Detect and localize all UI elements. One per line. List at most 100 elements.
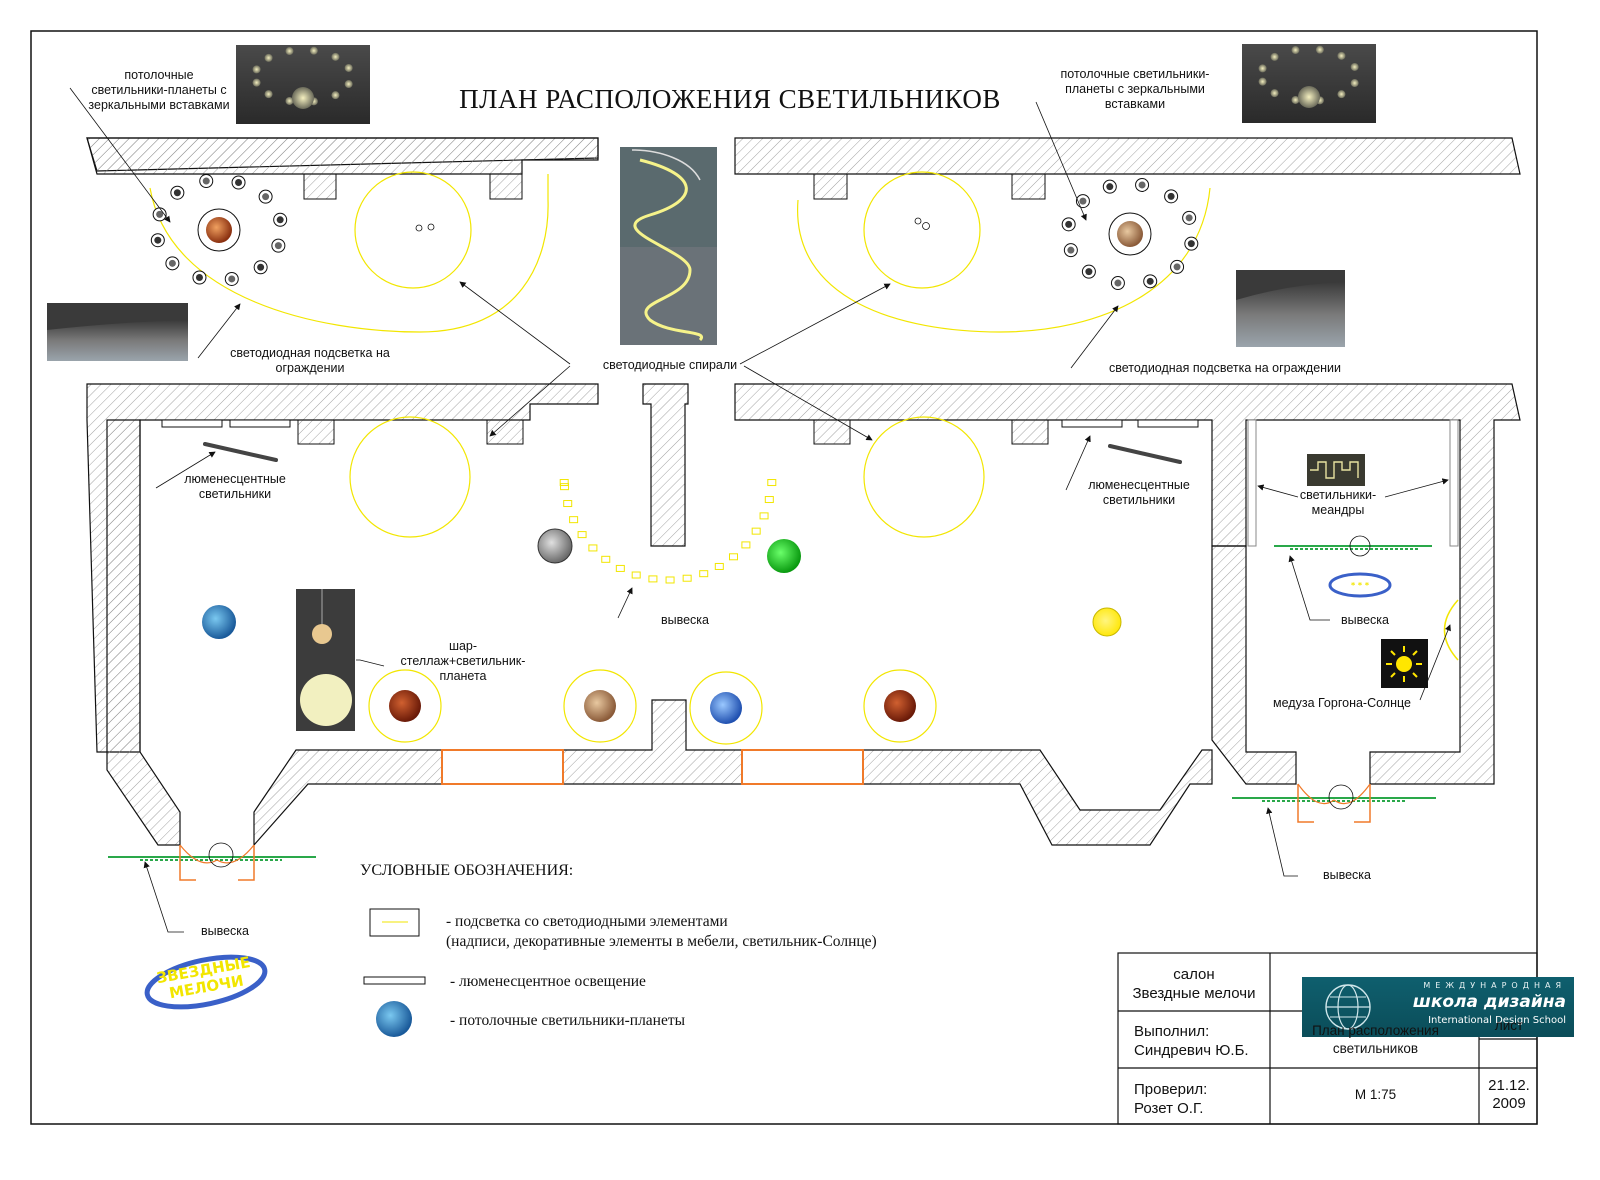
- planet-green: [767, 539, 801, 573]
- small-ceiling-lamp-core: [173, 189, 181, 197]
- sign-led-segment: [560, 483, 570, 491]
- date-line: 2009: [1492, 1095, 1526, 1112]
- label-medusa: медуза Горгона-Солнце: [1273, 696, 1411, 710]
- project-name: салон Звездные мелочи: [1120, 965, 1268, 1003]
- photo-lamp: [1350, 79, 1359, 88]
- label-line: светильники-: [1299, 488, 1377, 502]
- svg-text:* * *: * * *: [1351, 581, 1370, 590]
- photo-lamp-center: [1298, 86, 1320, 108]
- sign-led-segment: [764, 496, 774, 504]
- label-line: стеллаж+светильник-: [400, 654, 526, 668]
- small-ceiling-lamp-core: [168, 259, 176, 267]
- led-spiral-lower-right: [863, 416, 985, 538]
- sign-led-segment: [648, 575, 658, 583]
- school-line1: МЕЖДУНАРОДНАЯ: [1423, 981, 1566, 990]
- sign-led-segment: [741, 541, 751, 549]
- label-line: шар-: [448, 639, 478, 653]
- photo-lamp: [1270, 52, 1279, 61]
- label-line: планеты с зеркальными: [1065, 82, 1205, 96]
- sheet-title-line: светильников: [1332, 1041, 1419, 1056]
- project-line: Звездные мелочи: [1132, 985, 1256, 1002]
- led-railing-left: [149, 174, 549, 333]
- sign-led-segment: [767, 479, 777, 487]
- upper-wall-right: [734, 137, 1521, 200]
- sign-led-segment: [577, 531, 587, 539]
- photo-lamp: [1258, 77, 1267, 86]
- label-meander-lights: светильники- меандры: [1286, 488, 1390, 518]
- photo-lamp: [331, 52, 340, 61]
- label-ceiling-planets-right: потолочные светильники- планеты с зеркал…: [1040, 67, 1230, 112]
- small-ceiling-lamp-core: [257, 263, 265, 271]
- label-fluorescent-right: люменесцентные светильники: [1074, 478, 1204, 508]
- sign-led-segment: [728, 553, 738, 561]
- label-line: светильники: [1102, 493, 1176, 507]
- label-line: люменесцентные: [184, 472, 286, 486]
- label-led-railing-left: светодиодная подсветка на ограждении: [210, 346, 410, 376]
- label-sign-right-upper: вывеска: [1340, 613, 1390, 627]
- small-ceiling-lamp-core: [1138, 181, 1146, 189]
- legend-fluorescent-symbol: [363, 976, 426, 985]
- ball-rack-photo: [296, 589, 355, 731]
- sheet-frame: [30, 30, 1538, 1125]
- sun-lamp: [1092, 607, 1122, 637]
- label-ball-rack: шар- стеллаж+светильник- планета: [398, 639, 528, 684]
- school-line2: школа дизайна: [1412, 992, 1566, 1012]
- led-railing-right: [797, 187, 1211, 333]
- legend-item-led: - подсветка со светодиодными элементами …: [446, 912, 877, 952]
- label-led-spirals: светодиодные спирали: [602, 358, 738, 372]
- globe-icon: [1325, 984, 1371, 1030]
- legend-heading: УСЛОВНЫЕ ОБОЗНАЧЕНИЯ:: [360, 862, 574, 879]
- entrance-right: [1232, 783, 1436, 823]
- sheet-title-line: План расположения: [1312, 1023, 1439, 1038]
- photo-lamp: [1350, 62, 1359, 71]
- legend-line: (надписи, декоративные элементы в мебели…: [446, 933, 877, 950]
- planet-tan: [584, 690, 616, 722]
- label-line: светильники-планеты с: [91, 83, 227, 97]
- date: 21.12. 2009: [1481, 1077, 1537, 1113]
- legend-planet-symbol: [376, 1001, 412, 1037]
- label-line: ограждении: [275, 361, 345, 375]
- photo-lamp: [344, 63, 353, 72]
- label-line: вставками: [1104, 97, 1166, 111]
- brand-logo-zvezdnye-melochi: [144, 954, 268, 1010]
- small-ceiling-lamp-core: [1114, 279, 1122, 287]
- sheet-title: План расположения светильников: [1272, 1022, 1479, 1058]
- sign-led-segment: [714, 562, 724, 570]
- label-line: светильники: [198, 487, 272, 501]
- led-spiral-upper-left: [354, 171, 472, 289]
- checked-line: Розет О.Г.: [1134, 1100, 1204, 1117]
- railing-photo-left: [47, 303, 188, 361]
- small-ceiling-lamp-core: [1085, 268, 1093, 276]
- planet-red: [389, 690, 421, 722]
- school-logo: МЕЖДУНАРОДНАЯ школа дизайна Internationa…: [1302, 977, 1574, 1037]
- medusa-photo: [1381, 639, 1428, 688]
- label-line: зеркальными вставками: [88, 98, 230, 112]
- sign-led-segment: [699, 570, 709, 578]
- checked-by: Проверил: Розет О.Г.: [1134, 1080, 1207, 1118]
- led-spiral-lower-left: [349, 416, 471, 538]
- sign-led-segment: [569, 516, 579, 524]
- small-ceiling-lamp-core: [1065, 220, 1073, 228]
- small-ceiling-lamp-core: [195, 273, 203, 281]
- photo-lamp: [285, 47, 294, 56]
- ceiling-planets-cluster-left: [197, 208, 241, 252]
- photo-lamp: [1337, 51, 1346, 60]
- page-title: ПЛАН РАСПОЛОЖЕНИЯ СВЕТИЛЬНИКОВ: [459, 84, 1001, 114]
- scale: М 1:75: [1354, 1087, 1397, 1102]
- upper-wall-left: [86, 137, 599, 200]
- label-line: потолочные светильники-: [1060, 67, 1210, 81]
- sign-led-segment: [563, 500, 573, 508]
- leader-lines: [69, 87, 1451, 933]
- meander-lights: [1247, 419, 1459, 547]
- planet-earth: [202, 605, 236, 639]
- sign-led-arc: [559, 479, 777, 584]
- small-ceiling-lamp-core: [1173, 263, 1181, 271]
- legend-led-symbol: [369, 908, 420, 937]
- small-ceiling-lamp-core: [1079, 197, 1087, 205]
- photo-lamp: [344, 80, 353, 89]
- led-spiral-upper-right: [863, 171, 981, 289]
- label-line: планета: [439, 669, 487, 683]
- small-ceiling-lamp-core: [1185, 214, 1193, 222]
- photo-lamp: [1337, 90, 1346, 99]
